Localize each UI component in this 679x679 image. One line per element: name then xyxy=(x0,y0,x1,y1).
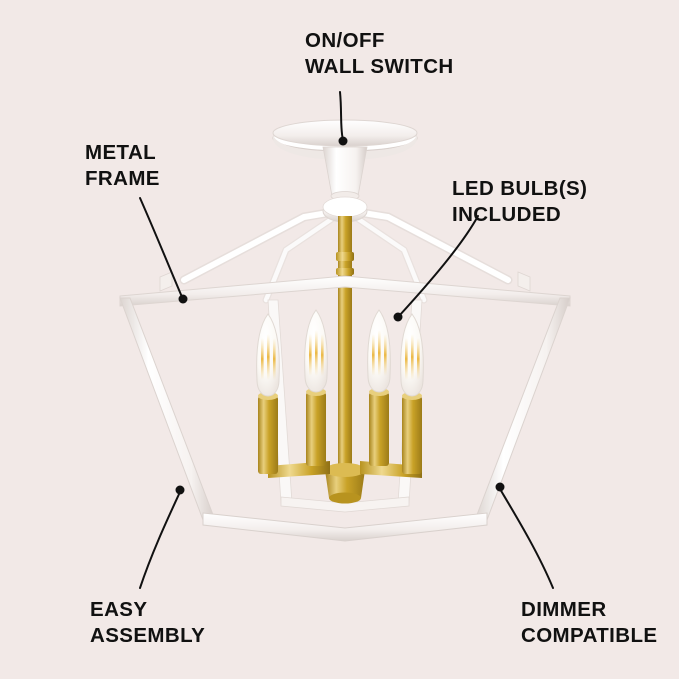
leader-dot-easy-assembly xyxy=(175,485,185,495)
leader-dot-dimmer xyxy=(495,482,505,492)
leader-dot-led xyxy=(393,312,403,322)
callout-led-bulbs-included: LED BULB(S) INCLUDED xyxy=(452,177,588,227)
brass-bulb-cluster xyxy=(258,388,422,504)
led-bulb xyxy=(400,313,424,397)
lantern-cage-posts xyxy=(119,297,571,521)
leader-line-on-off xyxy=(339,91,344,141)
leader-dot-on-off xyxy=(338,136,348,146)
led-bulb xyxy=(304,309,328,393)
ceiling-canopy xyxy=(272,119,418,201)
leader-dot-metal-frame xyxy=(178,294,188,304)
leader-line-metal-frame xyxy=(139,197,183,298)
led-bulb xyxy=(256,313,280,397)
leader-line-led xyxy=(398,215,479,317)
callout-easy-assembly: EASY ASSEMBLY xyxy=(90,598,206,648)
led-bulb xyxy=(367,309,391,393)
lantern-cage-bottom xyxy=(202,496,488,542)
lantern-cage-top xyxy=(119,271,571,307)
callout-dimmer-compatible: DIMMER COMPATIBLE xyxy=(521,598,658,648)
brass-center-stem xyxy=(336,216,354,476)
leader-line-dimmer xyxy=(499,488,554,589)
led-bulbs xyxy=(256,309,424,397)
callout-on-off-wall-switch: ON/OFF WALL SWITCH xyxy=(305,29,454,79)
callout-metal-frame: METAL FRAME xyxy=(85,141,160,191)
leader-line-easy-assembly xyxy=(139,491,181,589)
